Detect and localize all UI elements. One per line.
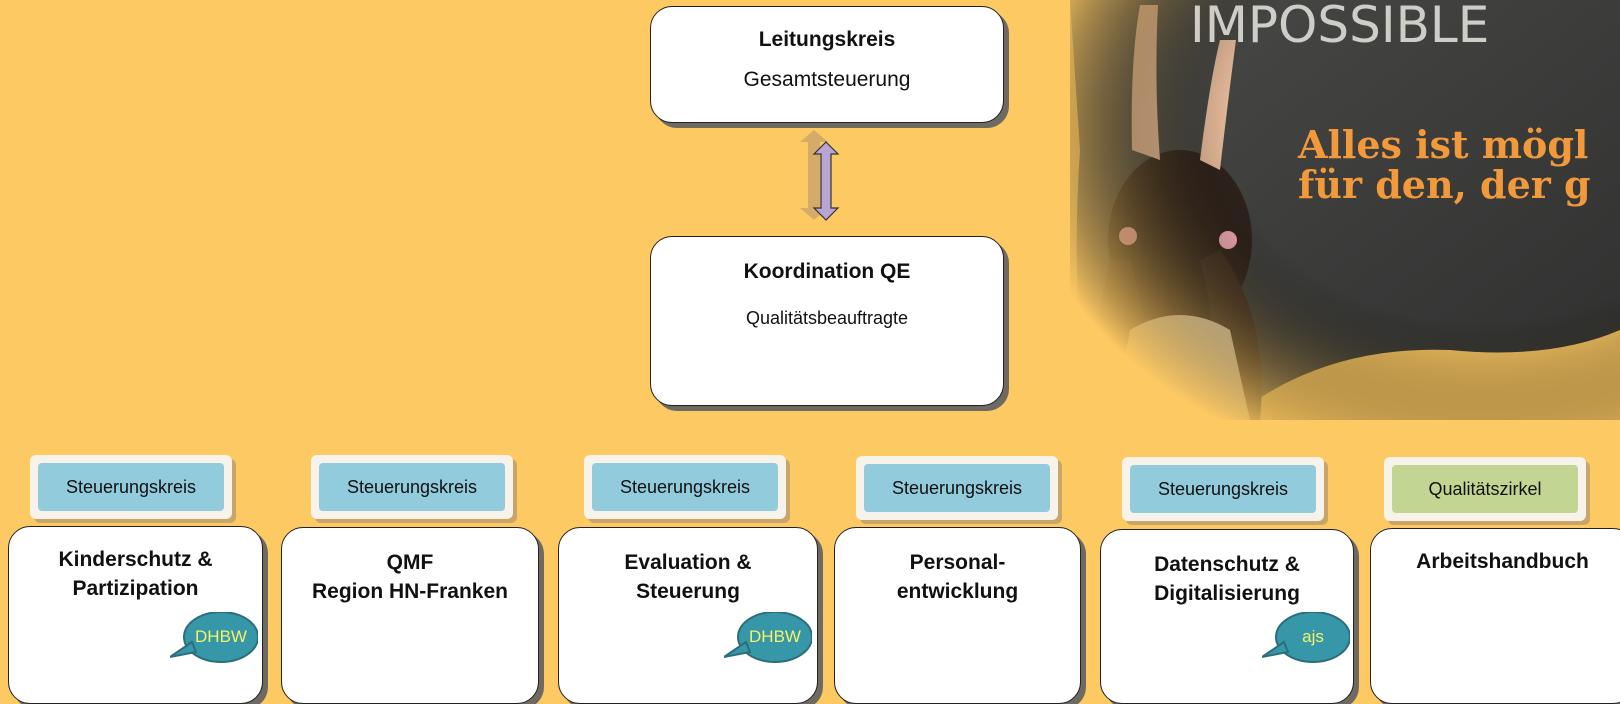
- evaluation-title: Evaluation & Steuerung: [624, 551, 752, 603]
- quote-line-1: Alles ist mögl: [1297, 122, 1588, 167]
- ajs-badge: ajs: [1261, 611, 1351, 668]
- badge-label: DHBW: [195, 627, 247, 646]
- arbeitshandbuch-box: Arbeitshandbuch: [1370, 528, 1620, 704]
- tab-datenschutz: Steuerungskreis: [1122, 457, 1324, 521]
- badge-label: ajs: [1302, 627, 1324, 646]
- dhbw-badge-2: DHBW: [723, 611, 813, 668]
- chalkboard-photo: IMPOSSIBLE Alles ist mögl für den, der g: [1070, 0, 1620, 420]
- chalk-text: IMPOSSIBLE: [1190, 0, 1489, 54]
- tab-kinderschutz: Steuerungskreis: [30, 455, 232, 519]
- tab-label: Steuerungskreis: [38, 463, 224, 511]
- leitungskreis-subtitle: Gesamtsteuerung: [743, 68, 911, 91]
- tab-evaluation: Steuerungskreis: [584, 455, 786, 519]
- leitungskreis-box: Leitungskreis Gesamtsteuerung: [650, 6, 1004, 123]
- quote-line-2: für den, der g: [1298, 162, 1591, 207]
- tab-qmf: Steuerungskreis: [311, 455, 513, 519]
- personal-title: Personal- entwicklung: [896, 551, 1019, 603]
- double-arrow-icon: [800, 130, 840, 221]
- koordination-box: Koordination QE Qualitätsbeauftragte: [650, 236, 1004, 406]
- badge-label: DHBW: [749, 627, 801, 646]
- tab-label: Steuerungskreis: [1130, 465, 1316, 513]
- qmf-box: QMF Region HN-Franken: [281, 527, 539, 704]
- kinderschutz-title: Kinderschutz & Partizipation: [58, 548, 213, 600]
- datenschutz-title: Datenschutz & Digitalisierung: [1154, 553, 1300, 605]
- koordination-subtitle: Qualitätsbeauftragte: [745, 308, 909, 328]
- dhbw-badge-1: DHBW: [169, 611, 259, 668]
- tab-label: Steuerungskreis: [592, 463, 778, 511]
- arbeitshandbuch-title: Arbeitshandbuch: [1416, 550, 1589, 573]
- datenschutz-box: Datenschutz & Digitalisierung: [1100, 529, 1354, 704]
- tab-personal: Steuerungskreis: [856, 456, 1058, 520]
- tab-qualitaetszirkel: Qualitätszirkel: [1384, 457, 1586, 521]
- chalkboard-image: IMPOSSIBLE Alles ist mögl für den, der g: [1070, 0, 1620, 420]
- personal-box: Personal- entwicklung: [834, 527, 1081, 704]
- qmf-title: QMF Region HN-Franken: [311, 551, 508, 603]
- leitungskreis-title: Leitungskreis: [758, 28, 896, 51]
- tab-label: Qualitätszirkel: [1392, 465, 1578, 513]
- tab-label: Steuerungskreis: [864, 464, 1050, 512]
- koordination-title: Koordination QE: [743, 260, 911, 283]
- tab-label: Steuerungskreis: [319, 463, 505, 511]
